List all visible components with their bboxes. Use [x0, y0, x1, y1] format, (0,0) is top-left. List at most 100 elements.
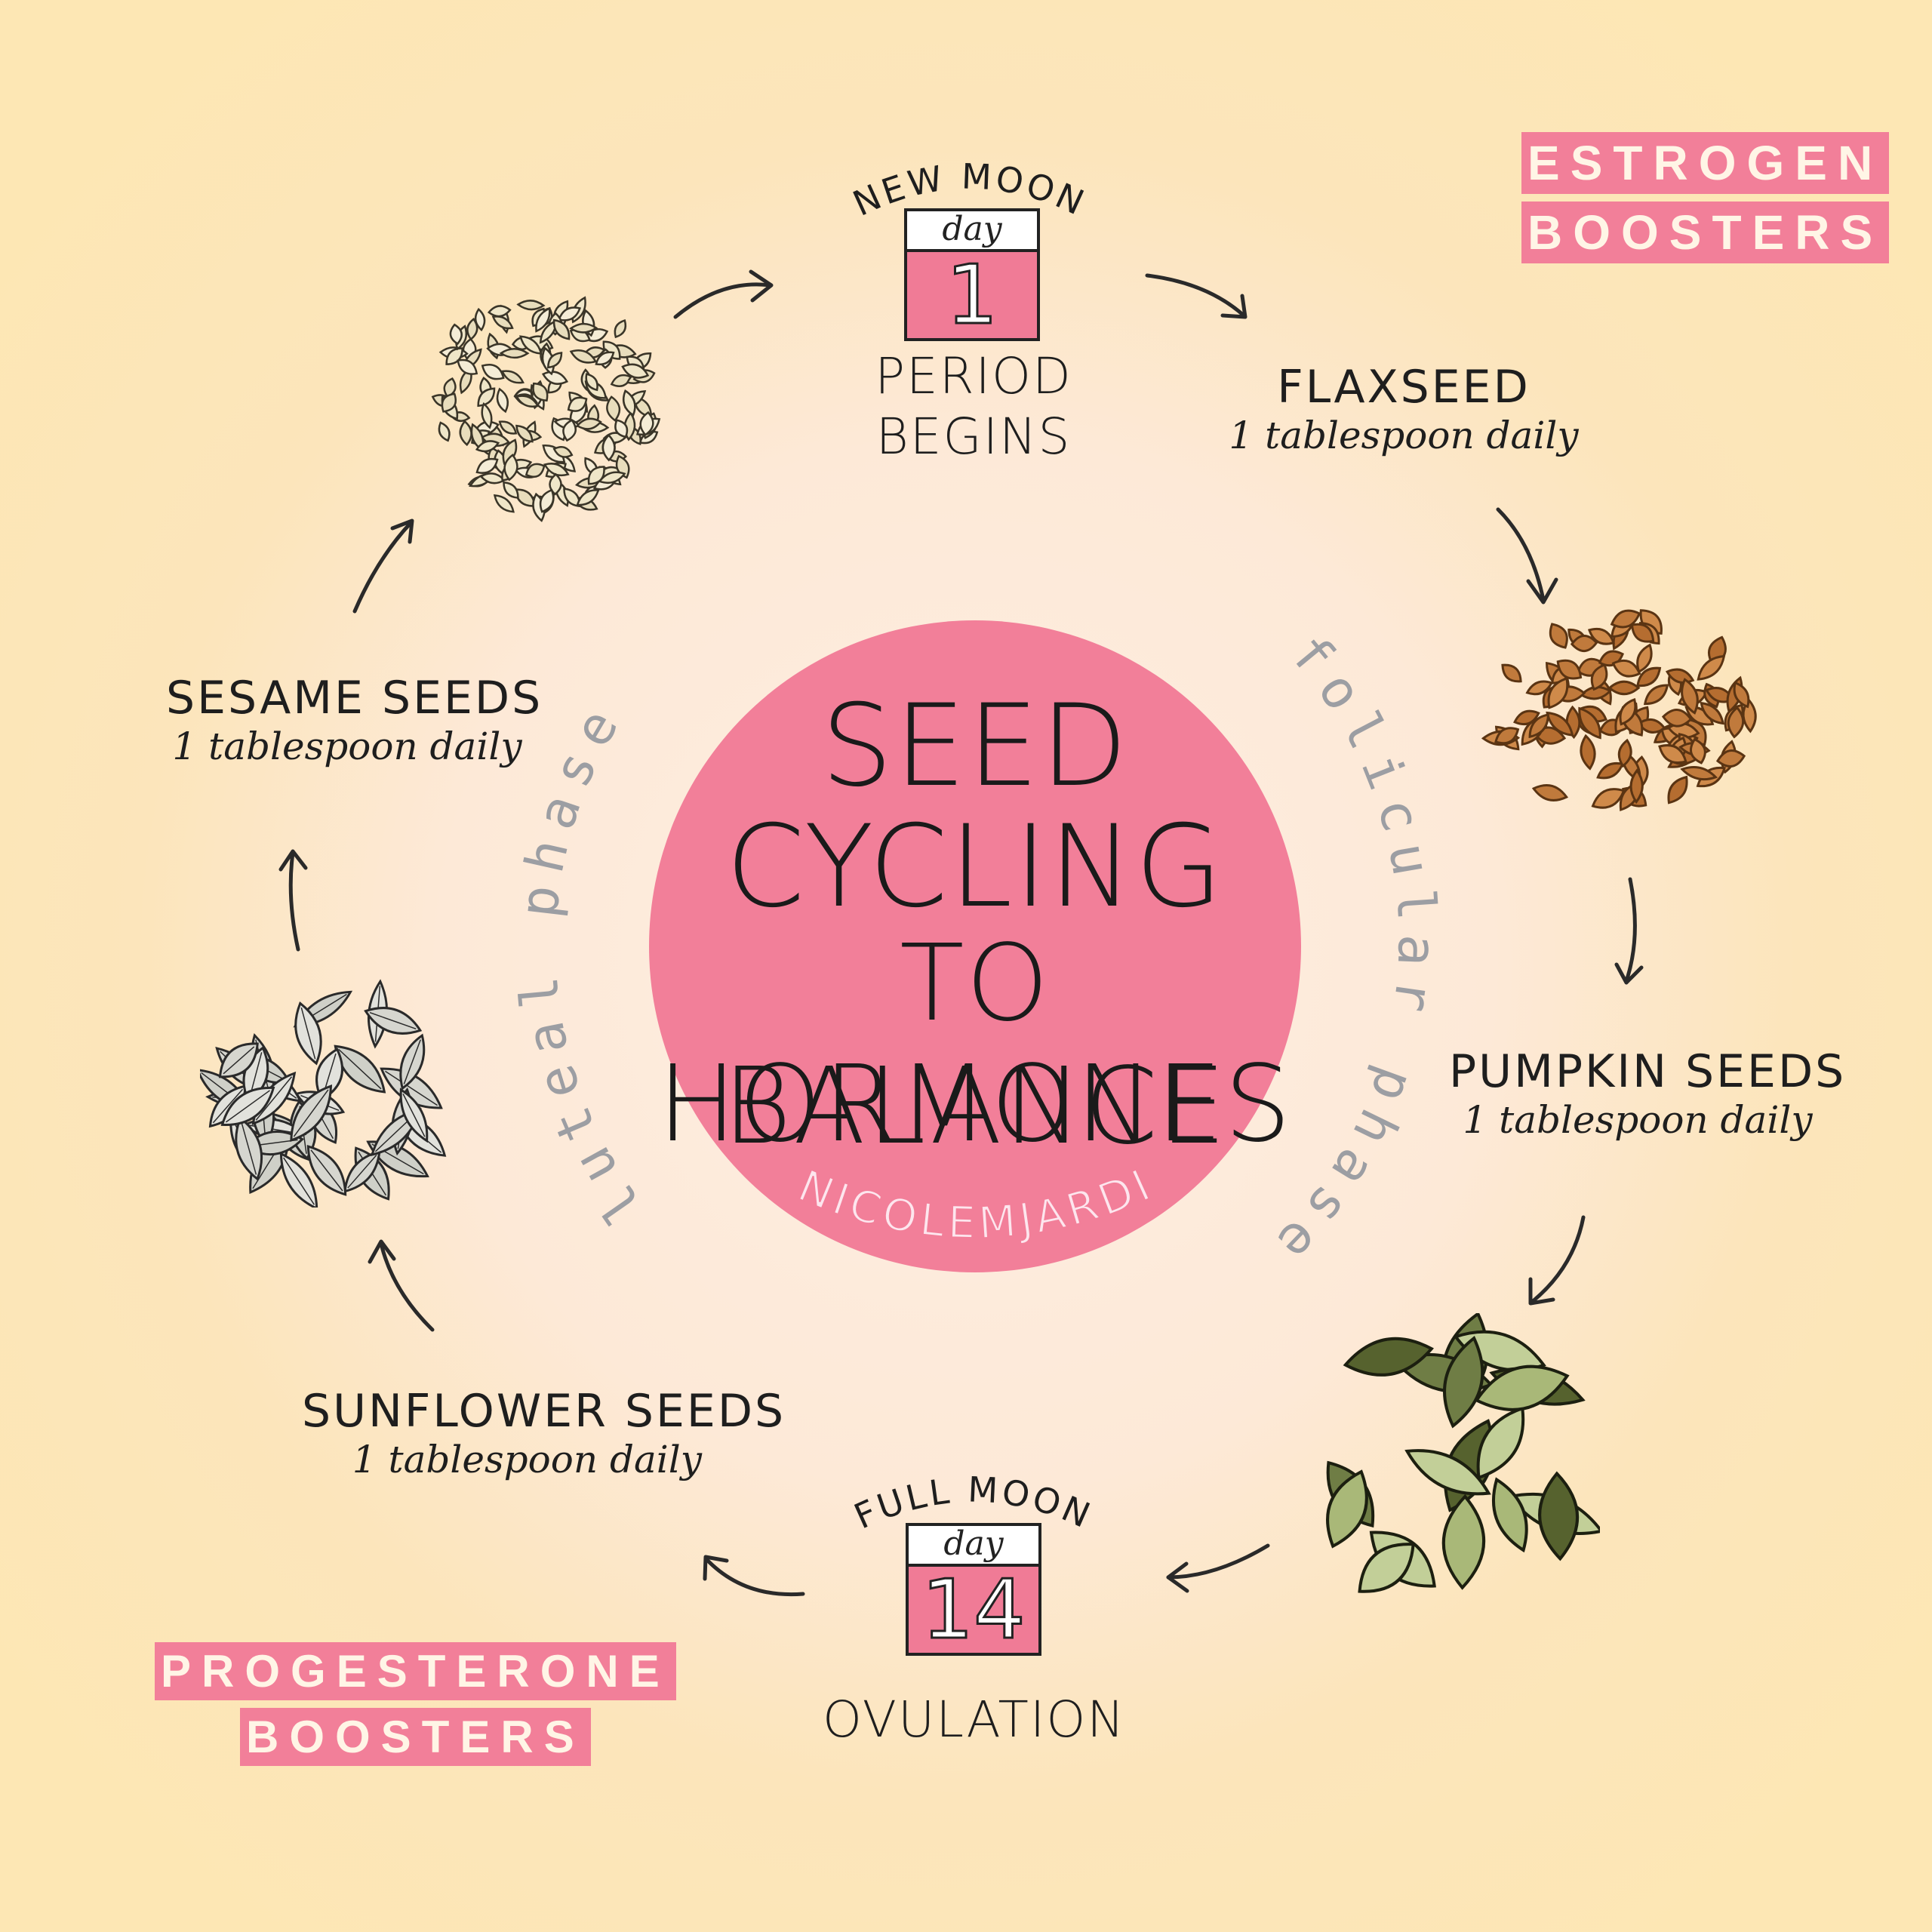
pumpkin-seed	[1538, 1471, 1580, 1561]
sesame-seed	[532, 382, 549, 402]
sesame-seed	[481, 363, 505, 380]
flaxseed	[1630, 623, 1655, 643]
flaxseed	[1636, 666, 1662, 688]
sunflower-seed-line	[283, 1157, 315, 1205]
flaxseed	[1733, 681, 1750, 709]
arrow-icon	[352, 518, 414, 614]
pumpkin-seed	[1343, 1337, 1434, 1377]
sesame-seed	[499, 348, 530, 359]
sesame-seed	[475, 440, 500, 453]
arrow-icon	[703, 1555, 805, 1597]
flaxseed	[1610, 609, 1641, 629]
sesame-seed	[443, 377, 457, 398]
sesame-seed	[576, 417, 602, 430]
flaxseed	[1580, 734, 1596, 771]
flaxseed	[1570, 635, 1598, 653]
sesame-seed	[563, 488, 581, 508]
sesame-seed	[576, 489, 600, 506]
arrow-icon	[1166, 1543, 1270, 1593]
sesame-seed	[449, 323, 463, 346]
arrow-icon	[278, 849, 308, 952]
flaxseed	[1697, 654, 1726, 681]
flaxseed	[1665, 668, 1695, 684]
sesame-seed	[481, 402, 493, 429]
arrow-icon	[1496, 507, 1558, 605]
sesame-seed	[475, 457, 499, 474]
sunflower-seed-line	[300, 1008, 316, 1060]
sesame-seed	[569, 322, 598, 334]
flaxseed	[1700, 701, 1724, 725]
pumpkin-seeds-illustration	[1326, 1313, 1600, 1593]
sunflower-seeds-illustration	[200, 979, 447, 1208]
sesame-seed	[438, 421, 451, 442]
flaxseed	[1681, 678, 1699, 715]
pumpkin-seed	[1404, 1449, 1491, 1496]
flaxseed	[1667, 775, 1688, 804]
sunflower-seed-line	[255, 1076, 293, 1121]
calendar-day-label: day	[907, 211, 1037, 252]
sesame-seed	[552, 446, 574, 458]
flaxseed	[1680, 766, 1718, 781]
progesterone-tag-line2: BOOSTERS	[240, 1708, 591, 1766]
sesame-seed	[500, 370, 525, 384]
progesterone-boosters-tag: PROGESTERONE BOOSTERS	[155, 1642, 676, 1766]
sunflower-seed-line	[402, 1094, 426, 1137]
sunflower-seed-line	[310, 1149, 343, 1192]
sesame-seed	[496, 387, 509, 414]
flaxseed-illustration	[1481, 609, 1757, 811]
sesame-dose: 1 tablespoon daily	[172, 724, 522, 768]
period-begins-line1: PERIOD	[875, 347, 1072, 405]
arrow-icon	[1614, 877, 1644, 985]
sunflower-seed-line	[225, 1090, 270, 1123]
flaxseed	[1611, 660, 1641, 678]
sunflower-dose: 1 tablespoon daily	[352, 1438, 702, 1481]
sesame-seed	[477, 387, 496, 408]
sesame-seed	[569, 349, 598, 364]
sesame-seed	[474, 307, 486, 332]
arrow-icon	[1145, 273, 1247, 319]
title-line-4: HORMONES	[657, 1043, 1293, 1166]
calendar-day-label: day	[909, 1526, 1038, 1567]
flaxseed	[1556, 659, 1583, 680]
sesame-seed	[549, 472, 562, 496]
flaxseed	[1617, 738, 1632, 768]
flaxseed	[1607, 680, 1641, 696]
sesame-seed	[614, 318, 627, 339]
sesame-seed	[457, 358, 478, 375]
pumpkin-seed	[1358, 1543, 1415, 1593]
flaxseed	[1658, 744, 1687, 764]
sunflower-seed-line	[403, 1039, 421, 1084]
sesame-seed	[503, 481, 519, 499]
sesame-seed	[598, 471, 626, 485]
flaxseed-dose: 1 tablespoon daily	[1229, 414, 1579, 457]
flaxseed	[1727, 706, 1745, 739]
sunflower-seed-line	[385, 1070, 438, 1106]
pumpkin-seed	[1326, 1469, 1368, 1549]
sesame-seed	[487, 305, 512, 318]
calendar-day-1: day 1	[904, 208, 1040, 341]
flaxseed	[1705, 687, 1735, 703]
progesterone-tag-line1: PROGESTERONE	[155, 1642, 676, 1700]
pumpkin-name: PUMPKIN SEEDS	[1449, 1045, 1847, 1098]
sesame-seed	[621, 363, 650, 379]
arrow-icon	[673, 269, 774, 319]
sesame-seed	[614, 419, 629, 438]
arrow-icon	[368, 1239, 435, 1332]
title-line-3: TO BALANCE	[722, 922, 1228, 1168]
sunflower-seed-line	[293, 1089, 329, 1137]
ovulation-label: OVULATION	[823, 1690, 1126, 1749]
sesame-seed	[539, 488, 555, 513]
flaxseed	[1578, 706, 1601, 740]
sesame-seed	[479, 472, 506, 485]
sesame-seed	[515, 395, 540, 408]
flaxseed	[1546, 711, 1574, 737]
flaxseed	[1549, 623, 1568, 649]
sesame-seed	[502, 438, 518, 466]
sesame-seed	[622, 389, 636, 417]
sesame-seed	[562, 419, 577, 442]
flaxseed	[1629, 768, 1644, 804]
flaxseed	[1501, 663, 1522, 683]
